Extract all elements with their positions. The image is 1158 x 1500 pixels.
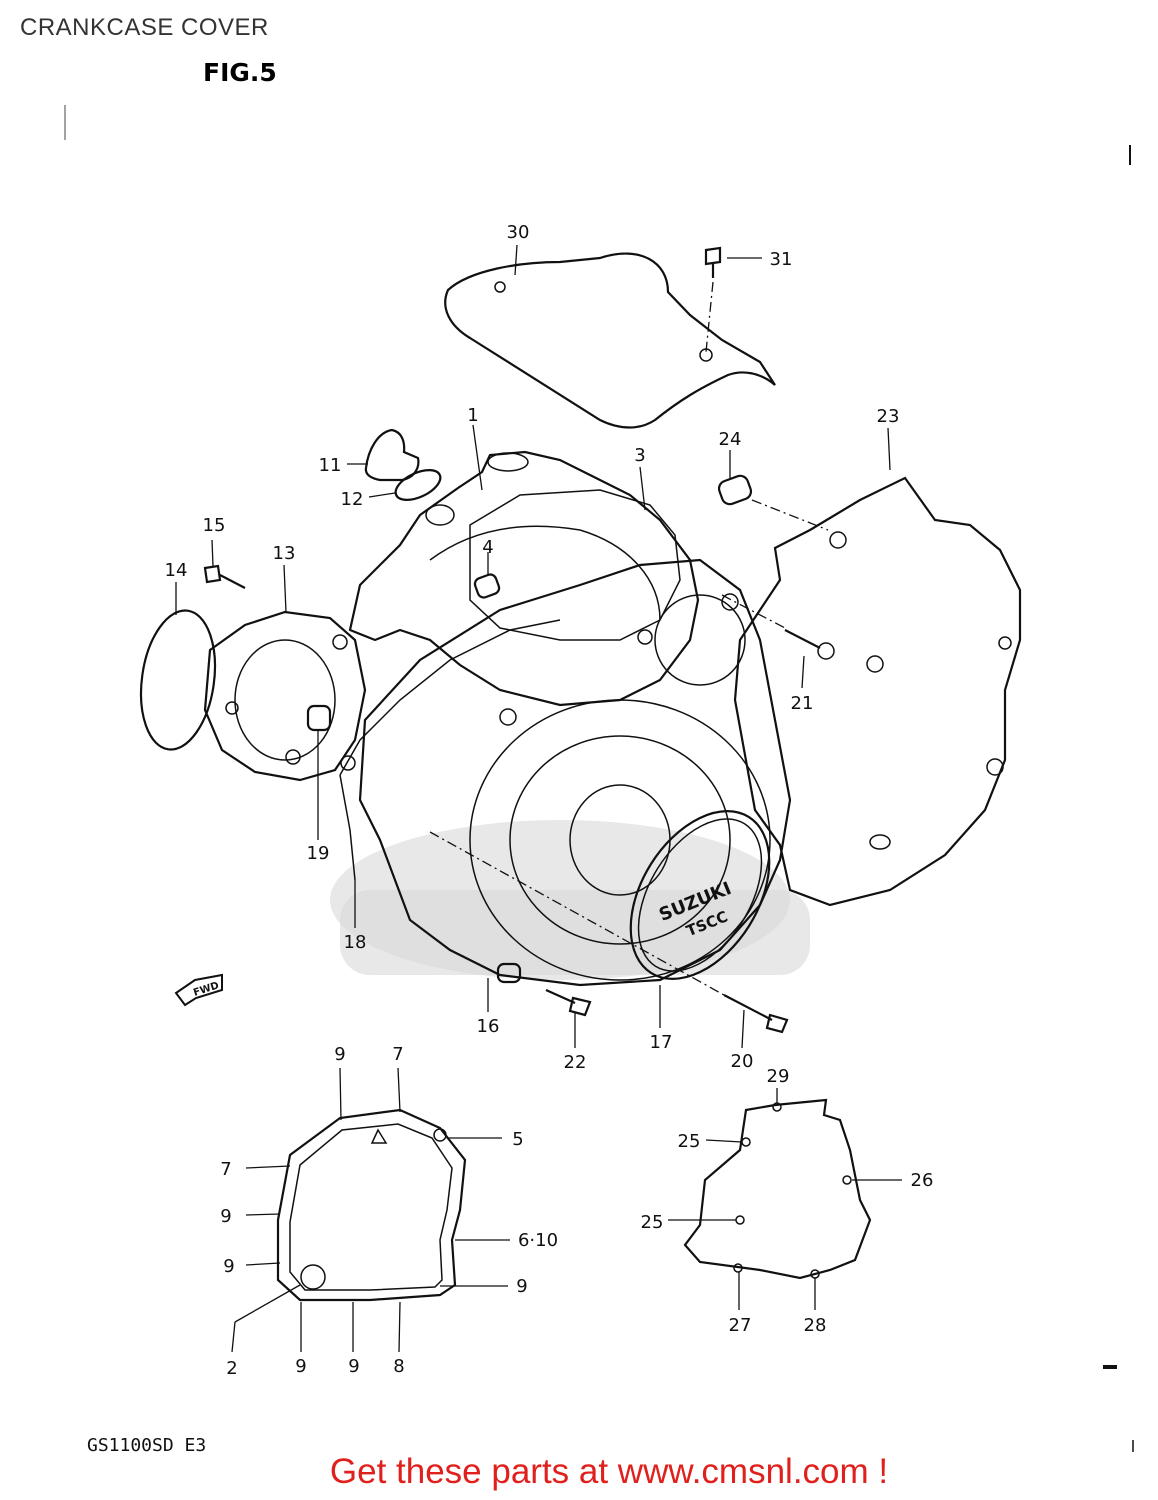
callout-19: 19 bbox=[307, 843, 330, 864]
callout-28: 28 bbox=[804, 1315, 827, 1336]
scan-marks bbox=[64, 105, 1134, 1452]
bolt-21[interactable] bbox=[721, 594, 835, 660]
callout-9: 9 bbox=[295, 1356, 306, 1377]
cover-13[interactable] bbox=[203, 610, 367, 782]
callout-23: 23 bbox=[877, 406, 900, 427]
callout-7: 7 bbox=[392, 1044, 403, 1065]
callout-18: 18 bbox=[344, 932, 367, 953]
callout-29: 29 bbox=[767, 1066, 790, 1087]
bolt-20[interactable] bbox=[429, 831, 789, 1034]
callout-7: 7 bbox=[220, 1159, 231, 1180]
callout-16: 16 bbox=[477, 1016, 500, 1037]
gasket-lower-right[interactable] bbox=[683, 1098, 872, 1280]
callout-4: 4 bbox=[482, 537, 493, 558]
callout-6-10: 6·10 bbox=[518, 1230, 558, 1251]
callout-5: 5 bbox=[512, 1129, 523, 1150]
callout-26: 26 bbox=[911, 1170, 934, 1191]
callout-15: 15 bbox=[203, 515, 226, 536]
callout-25: 25 bbox=[678, 1131, 701, 1152]
callout-13: 13 bbox=[273, 543, 296, 564]
screw-31[interactable] bbox=[704, 246, 722, 353]
callout-2: 2 bbox=[226, 1358, 237, 1379]
callout-12: 12 bbox=[341, 489, 364, 510]
callout-27: 27 bbox=[729, 1315, 752, 1336]
bolt-22[interactable] bbox=[545, 988, 592, 1017]
leader-lines bbox=[175, 244, 902, 1353]
cta-link[interactable]: Get these parts at www.cmsnl.com ! bbox=[0, 1452, 1158, 1492]
callout-9: 9 bbox=[348, 1356, 359, 1377]
page-title: CRANKCASE COVER bbox=[20, 14, 269, 41]
gasket-3[interactable] bbox=[469, 489, 681, 641]
callout-22: 22 bbox=[564, 1052, 587, 1073]
callout-24: 24 bbox=[719, 429, 742, 450]
callout-30: 30 bbox=[507, 222, 530, 243]
dowel-pin-24[interactable] bbox=[717, 474, 829, 531]
figure-label: FIG.5 bbox=[203, 58, 277, 87]
crankcase-cover-1[interactable] bbox=[348, 450, 700, 707]
bolt-15[interactable] bbox=[203, 564, 246, 589]
dowel-pin-16[interactable] bbox=[496, 962, 522, 984]
dowel-pin-19[interactable] bbox=[306, 704, 332, 732]
callout-3: 3 bbox=[634, 445, 645, 466]
callout-11: 11 bbox=[319, 455, 342, 476]
model-code: GS1100SD E3 bbox=[87, 1435, 207, 1456]
gasket-18[interactable] bbox=[339, 619, 561, 881]
oil-filler-cap-11[interactable] bbox=[364, 428, 420, 482]
gasket-lower-left[interactable] bbox=[276, 1108, 467, 1302]
callout-1: 1 bbox=[467, 405, 478, 426]
callout-9: 9 bbox=[223, 1256, 234, 1277]
crankcase-cover-23[interactable] bbox=[733, 476, 1022, 907]
dowel-pin-4[interactable] bbox=[473, 573, 501, 599]
callout-9: 9 bbox=[516, 1276, 527, 1297]
callout-9: 9 bbox=[220, 1206, 231, 1227]
callout-14: 14 bbox=[165, 560, 188, 581]
callout-9: 9 bbox=[334, 1044, 345, 1065]
fwd-arrow-icon: FWD bbox=[174, 973, 223, 1007]
callout-8: 8 bbox=[393, 1356, 404, 1377]
callout-21: 21 bbox=[791, 693, 814, 714]
callout-25: 25 bbox=[641, 1212, 664, 1233]
clutch-cover[interactable] bbox=[358, 558, 792, 987]
cta-text[interactable]: Get these parts at www.cmsnl.com ! bbox=[329, 1452, 889, 1491]
callouts: 30 31 1 3 11 12 24 23 15 4 14 13 21 19 1… bbox=[165, 222, 934, 1379]
callout-17: 17 bbox=[650, 1032, 673, 1053]
o-ring-14[interactable] bbox=[133, 606, 224, 755]
callout-31: 31 bbox=[770, 249, 793, 270]
o-ring-12[interactable] bbox=[391, 464, 445, 506]
heat-shield-30[interactable] bbox=[444, 252, 776, 429]
callout-20: 20 bbox=[731, 1051, 754, 1072]
